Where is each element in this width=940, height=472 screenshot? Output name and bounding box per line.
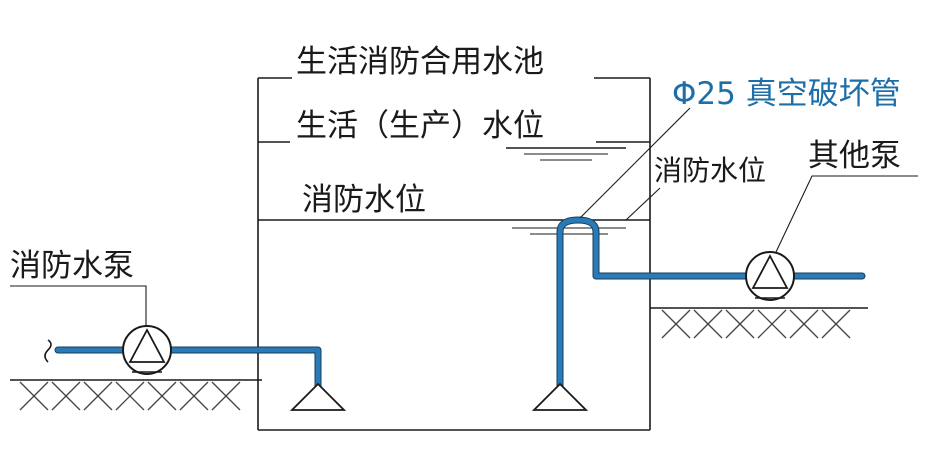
fire-pump xyxy=(122,325,172,375)
fire-pump-pipe xyxy=(54,346,322,390)
fire-pump-leader xyxy=(10,285,147,326)
tank-title-label: 生活消防合用水池 xyxy=(296,44,544,80)
other-pump xyxy=(745,251,795,301)
ground-left xyxy=(10,379,262,411)
fire-level-label-left: 消防水位 xyxy=(302,182,426,218)
other-pump-leader xyxy=(775,175,918,253)
fire-pump-label: 消防水泵 xyxy=(10,248,134,284)
fire-level-symbol xyxy=(512,227,626,235)
fire-level-label-right: 消防水位 xyxy=(654,154,766,187)
domestic-level-label: 生活（生产）水位 xyxy=(296,108,544,144)
domestic-level-symbol xyxy=(506,147,626,161)
pipe-break-mark xyxy=(44,339,52,363)
bell-mouth-icon xyxy=(531,382,589,411)
water-tank xyxy=(257,77,651,431)
bell-mouth-icon xyxy=(289,382,347,411)
fire-level-right-leader xyxy=(625,187,661,221)
other-pump-pipe xyxy=(556,216,866,390)
other-pump-label: 其他泵 xyxy=(808,138,901,174)
vacuum-pipe-leader xyxy=(579,107,691,219)
vacuum-pipe-label: Φ25 真空破坏管 xyxy=(672,76,901,112)
ground-right xyxy=(650,307,868,339)
